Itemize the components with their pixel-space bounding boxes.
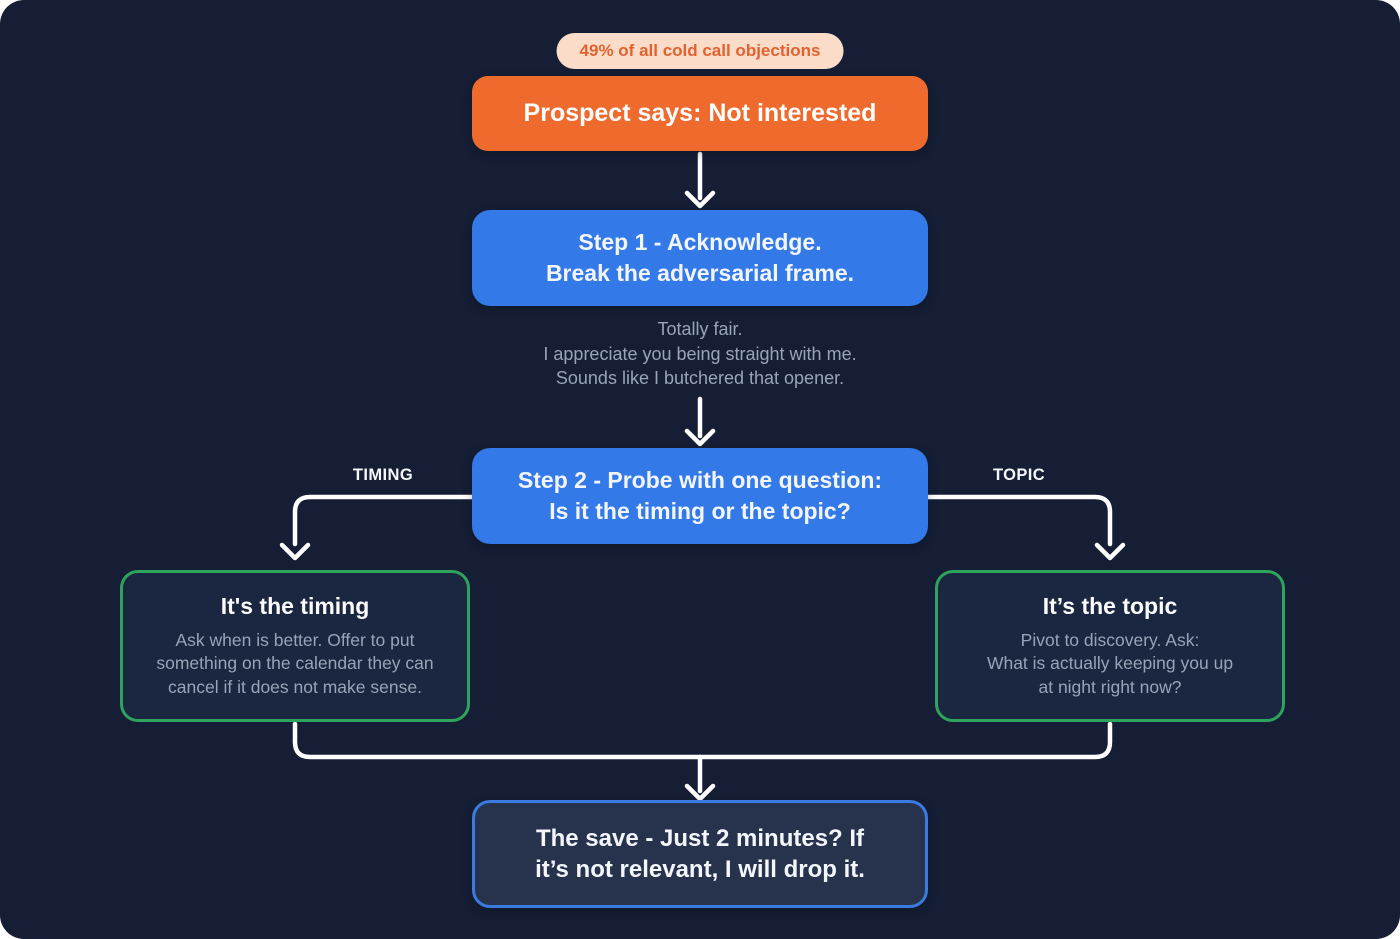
connector-branch-timing (292, 494, 475, 547)
node-timing-outcome: It's the timing Ask when is better. Offe… (120, 570, 470, 722)
save-line2: it’s not relevant, I will drop it. (535, 856, 865, 883)
timing-title: It's the timing (220, 592, 370, 619)
node-step1-acknowledge: Step 1 - Acknowledge. Break the adversar… (472, 210, 928, 306)
script-line1: Totally fair. (657, 319, 743, 339)
arrowhead-timing (279, 542, 311, 561)
node-step2-probe: Step 2 - Probe with one question: Is it … (472, 448, 928, 544)
arrowhead-step2 (684, 428, 716, 447)
node-topic-outcome: It’s the topic Pivot to discovery. Ask: … (935, 570, 1285, 722)
step1-line2: Break the adversarial frame. (545, 260, 855, 286)
connector-topic-save (697, 721, 1113, 760)
connector-branch-topic (925, 494, 1113, 547)
arrowhead-save (684, 783, 716, 802)
branch-label-topic: TOPIC (992, 466, 1046, 484)
arrowhead-topic (1094, 542, 1126, 561)
stat-badge: 49% of all cold call objections (556, 33, 844, 69)
save-line1: The save - Just 2 minutes? If (535, 825, 865, 852)
topic-body-line3: at night right now? (1038, 676, 1182, 697)
topic-body-line1: Pivot to discovery. Ask: (1020, 629, 1200, 650)
topic-body-line2: What is actually keeping you up (986, 653, 1234, 674)
topic-body: Pivot to discovery. Ask: What is actuall… (987, 629, 1233, 700)
script-line2: I appreciate you being straight with me. (543, 343, 857, 364)
topic-title: It’s the topic (1042, 592, 1178, 619)
timing-body-line2: something on the calendar they can (156, 653, 434, 674)
node-prospect-objection: Prospect says: Not interested (472, 76, 928, 151)
step2-line2: Is it the timing or the topic? (549, 498, 851, 524)
node-save-close: The save - Just 2 minutes? If it’s not r… (472, 800, 928, 908)
node-prospect-title: Prospect says: Not interested (523, 99, 877, 127)
branch-label-timing: TIMING (352, 466, 414, 484)
timing-body: Ask when is better. Offer to put somethi… (156, 629, 433, 700)
timing-body-line1: Ask when is better. Offer to put (175, 629, 415, 650)
script-line3: Sounds like I butchered that opener. (555, 368, 845, 388)
step1-script: Totally fair. I appreciate you being str… (0, 317, 1400, 391)
timing-body-line3: cancel if it does not make sense. (168, 676, 422, 697)
arrowhead-step1 (684, 190, 716, 209)
step2-line1: Step 2 - Probe with one question: (517, 467, 883, 493)
connector-timing-save (292, 721, 703, 760)
step1-line1: Step 1 - Acknowledge. (578, 229, 822, 255)
